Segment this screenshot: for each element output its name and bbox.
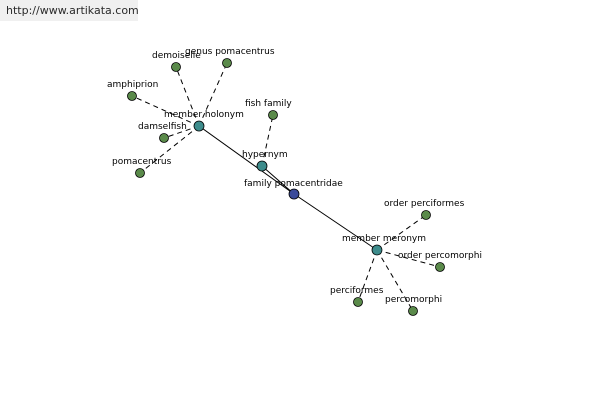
node-marker-genus-pomacentrus[interactable] <box>222 58 232 68</box>
edge-member-meronym-to-center <box>293 193 378 251</box>
node-marker-pomacentrus[interactable] <box>135 168 145 178</box>
node-marker-order-percomorphi[interactable] <box>435 262 445 272</box>
node-member-meronym[interactable]: member meronym <box>342 234 426 256</box>
node-label-hypernym: hypernym <box>242 150 288 160</box>
edge-member-holonym-to-damselfish <box>163 125 200 139</box>
node-genus-pomacentrus[interactable]: genus pomacentrus <box>185 47 275 68</box>
node-pomacentrus[interactable]: pomacentrus <box>112 157 172 178</box>
edge-member-holonym-to-pomacentrus <box>139 125 200 174</box>
node-marker-member-holonym[interactable] <box>193 120 205 132</box>
edge-member-holonym-to-demoiselle <box>175 66 200 127</box>
node-center[interactable]: family pomacentridae <box>244 179 343 200</box>
node-marker-damselfish[interactable] <box>159 133 169 143</box>
node-marker-order-perciformes[interactable] <box>421 210 431 220</box>
node-damselfish[interactable]: damselfish <box>138 122 187 143</box>
edge-member-meronym-to-percomorphi <box>376 249 414 312</box>
edge-member-meronym-to-perciformes <box>357 249 378 303</box>
node-marker-demoiselle[interactable] <box>171 62 181 72</box>
graph-edges <box>131 62 441 312</box>
node-label-member-holonym: member holonym <box>164 110 244 120</box>
edge-member-holonym-to-center <box>198 125 295 195</box>
edge-member-meronym-to-order-perciformes <box>376 214 427 251</box>
node-order-perciformes[interactable]: order perciformes <box>384 199 465 220</box>
node-label-perciformes: perciformes <box>330 286 384 296</box>
node-marker-amphiprion[interactable] <box>127 91 137 101</box>
node-label-center: family pomacentridae <box>244 179 343 189</box>
graph-nodes: family pomacentridae member holonym hypern… <box>107 47 482 316</box>
node-percomorphi[interactable]: percomorphi <box>385 295 442 316</box>
node-marker-center[interactable] <box>288 188 300 200</box>
edge-member-holonym-to-genus-pomacentrus <box>198 62 228 127</box>
node-hypernym[interactable]: hypernym <box>242 150 288 172</box>
node-label-order-percomorphi: order percomorphi <box>398 251 482 261</box>
url-banner[interactable]: http://www.artikata.com <box>0 0 138 21</box>
node-marker-percomorphi[interactable] <box>408 306 418 316</box>
node-amphiprion[interactable]: amphiprion <box>107 80 158 101</box>
node-order-percomorphi[interactable]: order percomorphi <box>398 251 482 272</box>
edge-hypernym-to-center <box>261 165 295 195</box>
node-label-fish-family: fish family <box>245 99 292 109</box>
node-label-percomorphi: percomorphi <box>385 295 442 305</box>
node-label-pomacentrus: pomacentrus <box>112 157 172 167</box>
node-label-member-meronym: member meronym <box>342 234 426 244</box>
node-label-order-perciformes: order perciformes <box>384 199 465 209</box>
node-label-demoiselle: demoiselle <box>152 51 201 61</box>
node-label-genus-pomacentrus: genus pomacentrus <box>185 47 275 57</box>
node-perciformes[interactable]: perciformes <box>330 286 384 307</box>
node-marker-hypernym[interactable] <box>256 160 268 172</box>
node-member-holonym[interactable]: member holonym <box>164 110 244 132</box>
node-label-amphiprion: amphiprion <box>107 80 158 90</box>
node-label-damselfish: damselfish <box>138 122 187 132</box>
node-marker-perciformes[interactable] <box>353 297 363 307</box>
node-marker-fish-family[interactable] <box>268 110 278 120</box>
edge-member-meronym-to-order-percomorphi <box>376 249 441 268</box>
edge-member-holonym-to-amphiprion <box>131 95 200 127</box>
node-fish-family[interactable]: fish family <box>245 99 292 120</box>
node-marker-member-meronym[interactable] <box>371 244 383 256</box>
node-demoiselle[interactable]: demoiselle <box>152 51 201 72</box>
